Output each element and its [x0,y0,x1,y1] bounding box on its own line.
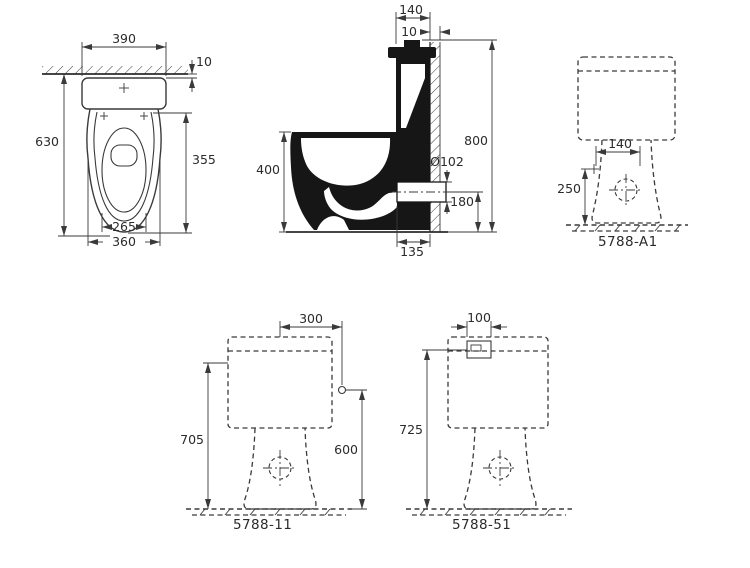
pedestal-outline [591,139,662,224]
dim-705: 705 [180,362,228,509]
dim-800: 800 [422,39,497,233]
rear-view-a1: 140 250 5788-A1 [557,56,688,250]
dim-250: 250 [557,168,590,225]
dim-10-plan: 10 [166,54,212,92]
rear-view-11: 300 705 600 5788-11 [180,311,367,533]
bowl-interior [301,138,391,186]
dim-10-side: 10 [401,24,450,40]
cistern-outline [227,336,333,429]
cistern-outline [447,336,549,429]
dim-10-plan-label: 10 [196,54,212,69]
dim-135-label: 135 [400,244,424,259]
wall-hatch [42,66,188,74]
dim-140-rear: 140 [595,136,641,166]
dim-355: 355 [128,112,216,234]
dim-630-label: 630 [35,134,59,149]
dim-390: 390 [81,31,167,76]
foot-recess [317,216,349,230]
wall-hatch [430,42,440,232]
dim-705-label: 705 [180,432,204,447]
flush-button-cross [119,83,129,93]
dim-140-side: 140 [395,2,431,44]
supply-cross [589,164,599,174]
seat-hinge-crosses [100,112,148,120]
model-label-a1: 5788-A1 [598,234,658,250]
model-label-11: 5788-11 [233,517,292,533]
flush-plate [466,340,492,359]
cistern-outline [577,56,676,141]
floor-band [566,224,688,232]
dim-100: 100 [451,310,507,337]
flush-plate-detail [470,344,482,352]
dim-180-label: 180 [450,194,474,209]
floor-band [186,508,352,516]
dim-250-label: 250 [557,181,581,196]
dim-390-label: 390 [112,31,136,46]
trapway [324,187,397,220]
dim-630: 630 [35,74,110,237]
supply-point [337,385,347,395]
rear-view-51: 100 725 5788-51 [399,310,572,533]
seat-outline [93,111,155,222]
dim-725-label: 725 [399,422,423,437]
dim-360: 360 [87,160,161,249]
model-label-51: 5788-51 [452,517,511,533]
dim-400: 400 [256,131,291,233]
cistern-interior [401,64,425,128]
dim-600: 600 [334,389,367,510]
cistern-lid [388,47,436,58]
dim-140-side-label: 140 [399,2,423,17]
dim-800-label: 800 [464,133,488,148]
water-area-outline [110,144,138,167]
dim-180: 180 [446,191,483,232]
floor-band [406,508,572,516]
dim-outlet-diameter: Ø102 [430,154,464,214]
dim-300-label: 300 [299,311,323,326]
bowl-outline [86,108,162,233]
top-view: 390 10 630 355 265 [35,31,216,249]
dim-400-label: 400 [256,162,280,177]
flush-button [404,40,420,48]
pedestal-outline [463,427,537,510]
dim-outlet-diameter-label: Ø102 [430,154,464,169]
dim-135: 135 [396,206,431,259]
dim-725: 725 [399,349,467,509]
dim-600-label: 600 [334,442,358,457]
cistern-outline [81,77,167,110]
dim-100-label: 100 [467,310,491,325]
side-view: 140 10 800 400 Ø102 [256,2,497,259]
dim-265-label: 265 [112,219,136,234]
bowl-opening-outline [101,127,147,213]
dim-10-side-label: 10 [401,24,417,39]
dim-140-rear-label: 140 [608,136,632,151]
pedestal-outline [243,427,317,510]
dim-300: 300 [279,311,343,385]
dim-265: 265 [101,213,147,234]
dim-355-label: 355 [192,152,216,167]
dim-360-label: 360 [112,234,136,249]
